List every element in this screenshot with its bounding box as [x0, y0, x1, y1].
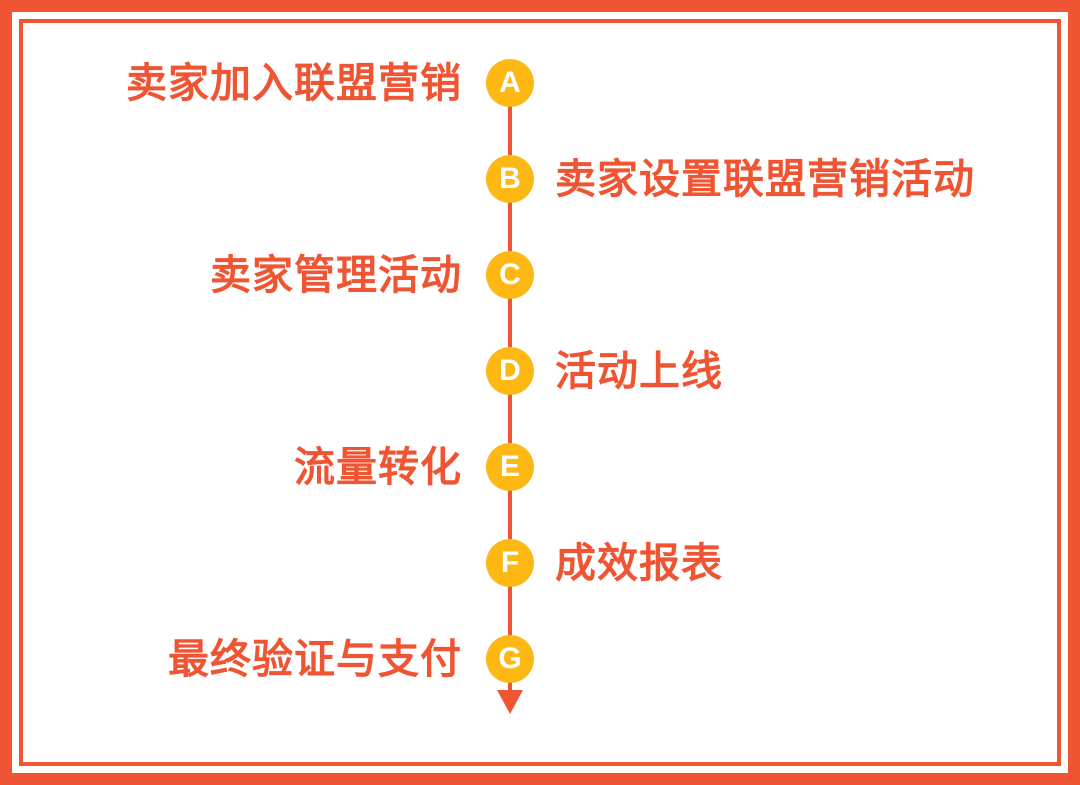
- step-node-a: A: [486, 59, 534, 107]
- step-label-f: 成效报表: [555, 539, 723, 587]
- step-label-g: 最终验证与支付: [168, 635, 462, 683]
- step-node-g: G: [486, 635, 534, 683]
- step-label-d: 活动上线: [555, 347, 723, 395]
- step-label-e: 流量转化: [294, 443, 462, 491]
- step-node-d: D: [486, 347, 534, 395]
- step-node-f: F: [486, 539, 534, 587]
- step-label-a: 卖家加入联盟营销: [126, 59, 462, 107]
- step-node-b: B: [486, 155, 534, 203]
- inner-border: [19, 19, 1061, 766]
- arrow-down-icon: [497, 690, 523, 714]
- step-label-b: 卖家设置联盟营销活动: [555, 155, 975, 203]
- step-node-e: E: [486, 443, 534, 491]
- step-label-c: 卖家管理活动: [210, 251, 462, 299]
- step-node-c: C: [486, 251, 534, 299]
